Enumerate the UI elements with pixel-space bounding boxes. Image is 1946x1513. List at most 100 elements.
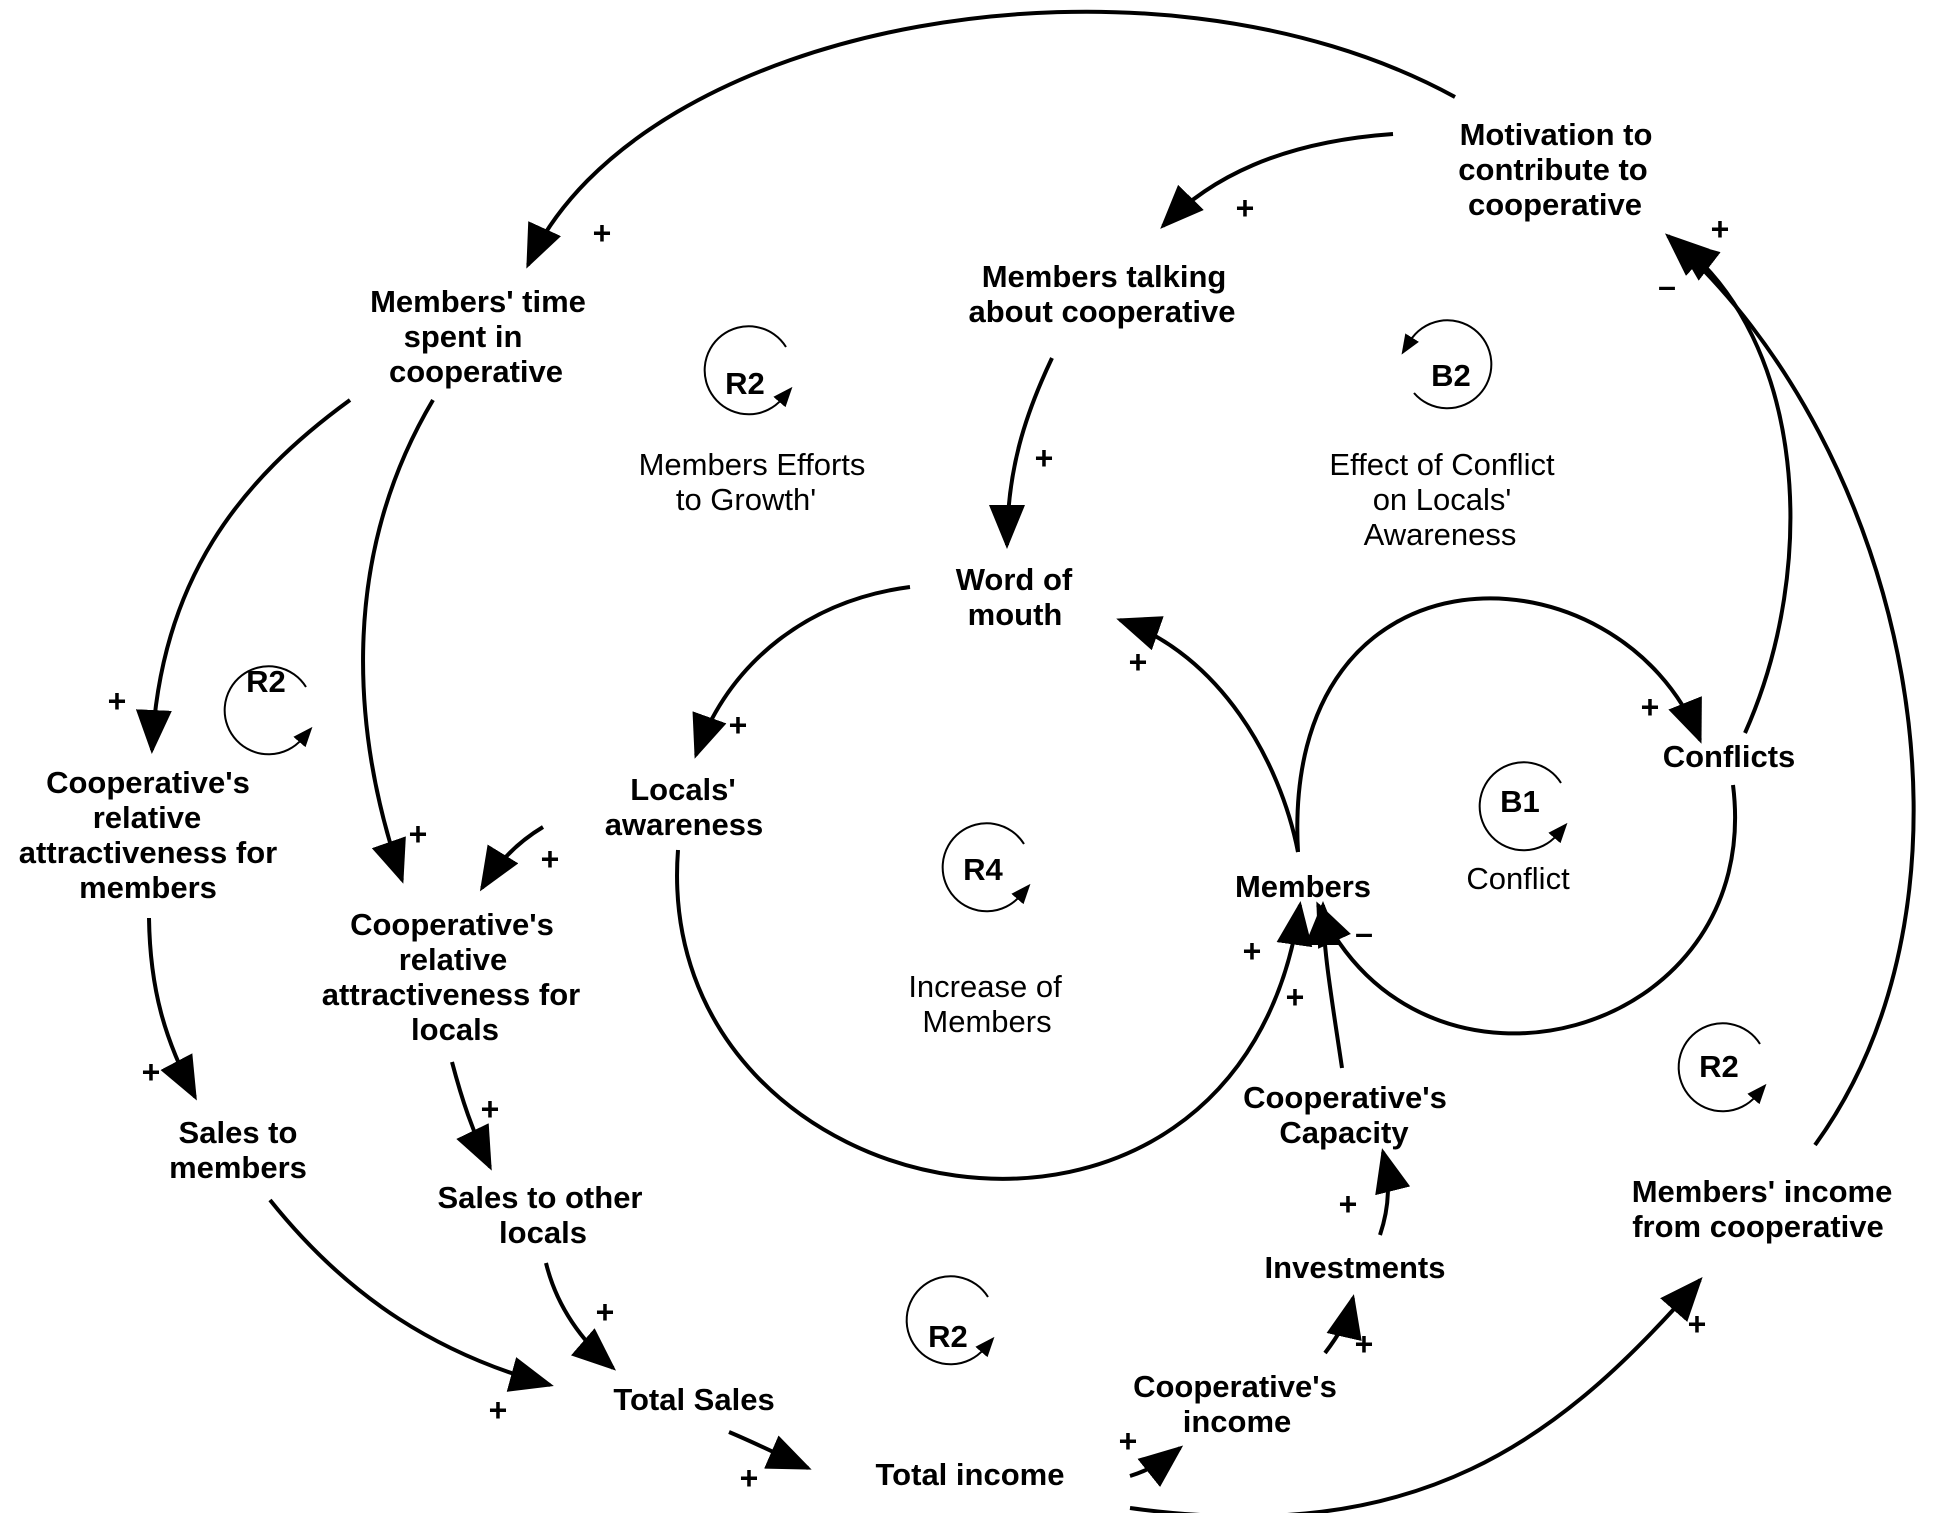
polarity-sign: + <box>1711 211 1730 247</box>
variable-label-line: from cooperative <box>1632 1209 1884 1244</box>
variable-capacity: Cooperative's Capacity <box>1243 1080 1447 1150</box>
link-total-sales-to-total-income <box>728 1430 812 1470</box>
variable-label-line: cooperative <box>389 354 563 389</box>
variable-label-line: Cooperative's <box>1243 1080 1447 1115</box>
variable-members-talking: Members talking about cooperative <box>969 259 1236 329</box>
variable-conflicts: Conflicts <box>1663 739 1796 774</box>
link-motivation-to-members-time <box>526 9 1456 269</box>
polarity-sign: + <box>409 816 428 852</box>
polarity-sign: + <box>541 841 560 877</box>
variable-sales-members: Sales to members <box>169 1115 307 1185</box>
link-conflicts-to-motivation <box>1674 239 1793 734</box>
variable-label-line: members <box>169 1150 307 1185</box>
variable-label-line: cooperative <box>1468 187 1642 222</box>
polarity-sign: + <box>1688 1306 1707 1342</box>
link-capacity-to-members <box>1305 901 1344 1069</box>
variable-label-line: Members' income <box>1632 1174 1893 1209</box>
polarity-sign: + <box>1119 1423 1138 1459</box>
variable-label-line: Conflicts <box>1663 739 1796 774</box>
link-members-talking-to-word-of-mouth <box>989 357 1054 549</box>
variable-label-line: Total income <box>876 1457 1065 1492</box>
variable-label-line: members <box>79 870 217 905</box>
variable-label-line: Sales to other <box>438 1180 643 1215</box>
variable-label-line: attractiveness for <box>322 977 580 1012</box>
polarity-sign: + <box>1236 190 1255 226</box>
variable-locals-awareness: Locals' awareness <box>605 772 764 842</box>
link-motivation-to-members-talking <box>1160 132 1394 229</box>
link-members-time-to-attract-locals <box>361 398 435 884</box>
polarity-sign: + <box>108 683 127 719</box>
polarity-sign: + <box>481 1091 500 1127</box>
link-members-time-to-attract-members <box>135 398 352 754</box>
variable-label-line: Motivation to <box>1460 117 1653 152</box>
loop-b2: B2 Effect of Conflict on Locals' Awarene… <box>1329 319 1555 552</box>
variable-label-line: income <box>1183 1404 1292 1439</box>
variable-label-line: locals <box>411 1012 499 1047</box>
variable-label-line: Capacity <box>1279 1115 1409 1150</box>
link-sales-locals-to-total-sales <box>544 1262 617 1371</box>
loop-name-line: to Growth' <box>676 482 816 517</box>
variable-label-line: relative <box>93 800 202 835</box>
polarity-sign: + <box>489 1392 508 1428</box>
variable-label-line: Members talking <box>982 259 1227 294</box>
variable-label-line: Locals' <box>630 772 736 807</box>
polarity-sign: – <box>1355 915 1373 951</box>
variable-members-time: Members' time spent in cooperative <box>370 284 586 389</box>
loop-id: B2 <box>1431 358 1471 393</box>
polarity-sign: + <box>729 707 748 743</box>
link-word-of-mouth-to-locals-awareness <box>692 585 911 759</box>
loop-id: R2 <box>1699 1049 1739 1084</box>
variable-attract-members: Cooperative's relative attractiveness fo… <box>19 765 277 905</box>
link-members-to-word-of-mouth <box>1116 616 1300 853</box>
loop-b1: B1 Conflict <box>1466 761 1570 896</box>
polarity-sign: – <box>1658 268 1676 304</box>
variable-label-line: attractiveness for <box>19 835 277 870</box>
link-attract-locals-to-sales-locals <box>450 1061 492 1171</box>
variable-word-of-mouth: Word of mouth <box>956 562 1073 632</box>
variable-label-line: Cooperative's <box>350 907 554 942</box>
polarity-sign: + <box>1035 440 1054 476</box>
variable-label-line: Cooperative's <box>1133 1369 1337 1404</box>
variable-members: Members <box>1235 869 1371 904</box>
link-locals-awareness-to-attract-locals <box>479 825 545 892</box>
variable-label-line: locals <box>499 1215 587 1250</box>
loop-id: B1 <box>1500 784 1540 819</box>
variable-label-line: Members <box>1235 869 1371 904</box>
polarity-sign: + <box>1286 979 1305 1015</box>
loop-r2-right: R2 <box>1677 1022 1767 1113</box>
polarity-signs: + + + – + + + + + + + + + – + + + + + + … <box>108 190 1730 1496</box>
variable-label-line: Investments <box>1265 1250 1446 1285</box>
loop-name-line: Members <box>922 1004 1051 1039</box>
variable-label-line: awareness <box>605 807 764 842</box>
polarity-sign: + <box>1129 644 1148 680</box>
link-members-income-to-motivation <box>1665 233 1916 1147</box>
variable-label-line: Cooperative's <box>46 765 250 800</box>
polarity-sign: + <box>596 1294 615 1330</box>
variable-label-line: Total Sales <box>613 1382 774 1417</box>
variable-investments: Investments <box>1265 1250 1446 1285</box>
loop-id: R4 <box>963 852 1003 887</box>
polarity-sign: + <box>1243 933 1262 969</box>
loop-id: R2 <box>928 1319 968 1354</box>
link-locals-awareness-to-members <box>675 849 1313 1181</box>
variable-coop-income: Cooperative's income <box>1133 1369 1337 1439</box>
loop-id: R2 <box>725 366 765 401</box>
loop-name-line: on Locals' <box>1373 482 1512 517</box>
polarity-sign: + <box>142 1054 161 1090</box>
variable-label-line: Word of <box>956 562 1073 597</box>
link-coop-income-to-investments <box>1323 1294 1362 1355</box>
variable-attract-locals: Cooperative's relative attractiveness fo… <box>322 907 580 1047</box>
polarity-sign: + <box>1355 1326 1374 1362</box>
variables: Motivation to contribute to cooperative … <box>19 117 1893 1492</box>
variable-sales-locals: Sales to other locals <box>438 1180 643 1250</box>
variable-total-income: Total income <box>876 1457 1065 1492</box>
loop-r2-top: R2 Members Efforts to Growth' <box>639 325 865 517</box>
link-members-to-conflicts <box>1295 596 1702 853</box>
causal-links <box>135 9 1916 1513</box>
variable-label-line: contribute to <box>1458 152 1647 187</box>
variable-label-line: Sales to <box>179 1115 298 1150</box>
loop-id: R2 <box>246 664 286 699</box>
link-investments-to-capacity <box>1375 1148 1411 1236</box>
variable-label-line: about cooperative <box>969 294 1236 329</box>
